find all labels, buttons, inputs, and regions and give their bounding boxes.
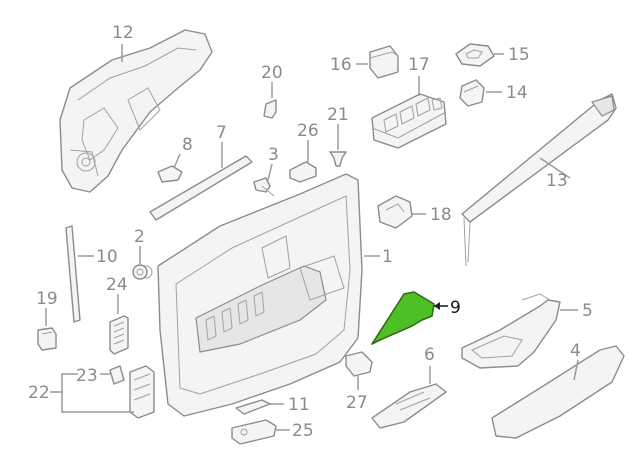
part-15-bezel[interactable] <box>455 43 495 67</box>
leader-22 <box>50 373 134 413</box>
leader-4 <box>573 359 579 381</box>
part-5-handle-housing[interactable] <box>461 293 561 369</box>
callout-19[interactable]: 19 <box>36 289 58 309</box>
callout-23[interactable]: 23 <box>76 366 98 386</box>
part-16-switch[interactable] <box>369 45 399 79</box>
part-24-grille[interactable] <box>109 315 129 355</box>
callout-2[interactable]: 2 <box>134 227 145 247</box>
part-23-clip[interactable] <box>109 365 125 385</box>
part-4-armrest-trim[interactable] <box>491 345 625 439</box>
callout-26[interactable]: 26 <box>297 121 319 141</box>
part-11-cap[interactable] <box>235 399 271 415</box>
part-26-connector[interactable] <box>289 161 317 183</box>
callout-21[interactable]: 21 <box>327 105 349 125</box>
part-12-door-carrier[interactable] <box>59 29 213 193</box>
callout-20[interactable]: 20 <box>261 63 283 83</box>
callout-11[interactable]: 11 <box>288 395 310 415</box>
callout-17[interactable]: 17 <box>408 55 430 75</box>
leader-13 <box>539 157 571 179</box>
callout-15[interactable]: 15 <box>508 45 530 65</box>
callout-10[interactable]: 10 <box>96 247 118 267</box>
part-1-door-trim-panel[interactable] <box>139 173 363 417</box>
callout-8[interactable]: 8 <box>182 135 193 155</box>
callout-3[interactable]: 3 <box>268 145 279 165</box>
part-7-trim-strip[interactable] <box>149 155 253 221</box>
callout-6[interactable]: 6 <box>424 345 435 365</box>
callout-4[interactable]: 4 <box>570 341 581 361</box>
part-10-seal-strip[interactable] <box>65 225 81 323</box>
part-25-connector[interactable] <box>231 419 277 445</box>
part-9-shape[interactable] <box>371 291 435 345</box>
part-2-grommet[interactable] <box>132 264 148 280</box>
callout-25[interactable]: 25 <box>292 421 314 441</box>
callout-24[interactable]: 24 <box>106 275 128 295</box>
part-22-cover[interactable] <box>129 365 155 419</box>
part-13-window-trim[interactable] <box>461 93 617 267</box>
part-20-clip[interactable] <box>263 99 277 119</box>
part-17-window-switch-panel[interactable] <box>371 93 447 149</box>
callout-1[interactable]: 1 <box>382 247 393 267</box>
part-6-armrest-pad[interactable] <box>371 383 447 429</box>
part-19-switch[interactable] <box>37 327 57 351</box>
callout-22[interactable]: 22 <box>28 383 50 403</box>
callout-16[interactable]: 16 <box>330 55 352 75</box>
part-27-clip[interactable] <box>345 351 373 377</box>
callout-9[interactable]: 9 <box>450 298 461 318</box>
part-9-cover-highlighted[interactable] <box>371 291 435 345</box>
part-18-bracket[interactable] <box>377 195 413 229</box>
part-14-switch[interactable] <box>459 79 485 107</box>
part-3-screw[interactable] <box>253 177 275 197</box>
leader-8 <box>173 153 181 169</box>
callout-27[interactable]: 27 <box>346 393 368 413</box>
leader-3 <box>267 163 273 181</box>
arrow-9 <box>434 302 440 310</box>
part-8-clip[interactable] <box>157 165 183 183</box>
callout-12[interactable]: 12 <box>112 23 134 43</box>
callout-5[interactable]: 5 <box>582 301 593 321</box>
part-21-push-pin[interactable] <box>329 151 347 167</box>
callout-14[interactable]: 14 <box>506 83 528 103</box>
callout-18[interactable]: 18 <box>430 205 452 225</box>
callout-7[interactable]: 7 <box>216 123 227 143</box>
callout-13[interactable]: 13 <box>546 171 568 191</box>
